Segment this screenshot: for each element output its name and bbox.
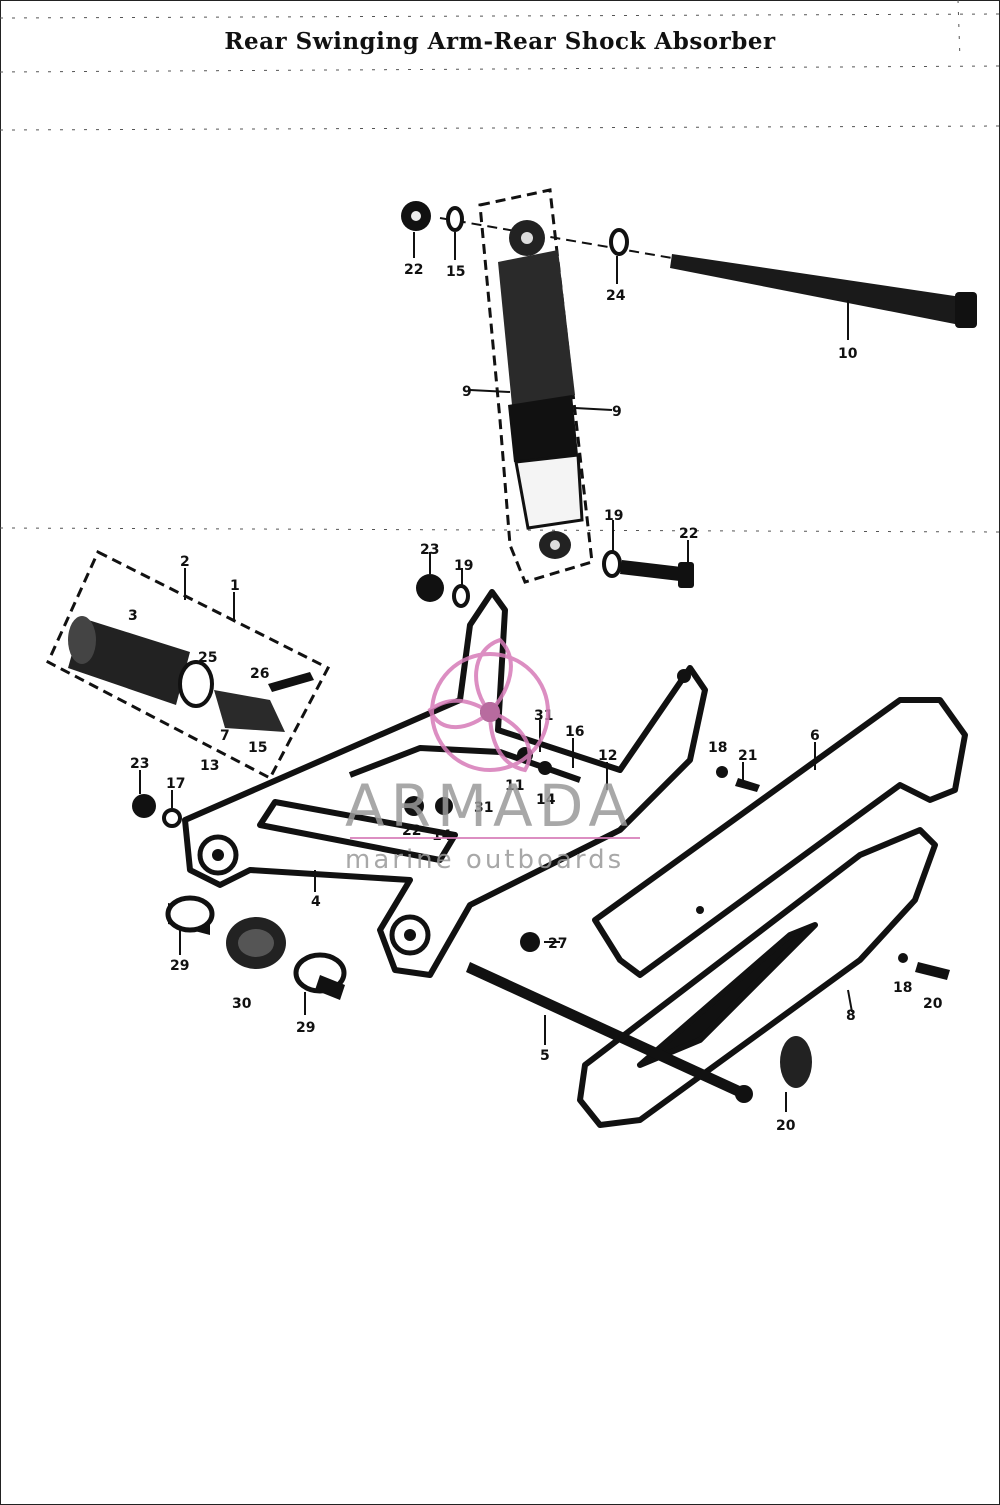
callout-27: 27 xyxy=(548,936,567,952)
callout-29: 29 xyxy=(170,958,189,974)
shock-group-outline xyxy=(478,188,594,584)
washer-24 xyxy=(609,228,629,256)
callout-22: 22 xyxy=(404,262,423,278)
callout-23: 23 xyxy=(420,542,439,558)
callout-31: 31 xyxy=(534,708,553,724)
callout-5: 5 xyxy=(540,1048,550,1064)
callout-6: 6 xyxy=(810,728,820,744)
nut-23-upper xyxy=(416,574,444,602)
callout-26: 26 xyxy=(250,666,269,682)
callout-13: 13 xyxy=(200,758,219,774)
callout-24: 24 xyxy=(606,288,626,304)
nut-14-upper xyxy=(538,761,552,775)
callout-18: 18 xyxy=(708,740,727,756)
callout-9: 9 xyxy=(612,404,622,420)
callout-17: 17 xyxy=(166,776,185,792)
pivot-shaft-assembly xyxy=(68,616,314,732)
callout-15: 15 xyxy=(446,264,465,280)
watermark-tagline: marine outboards xyxy=(345,845,624,875)
callout-4: 4 xyxy=(311,894,321,910)
callout-16: 16 xyxy=(565,724,584,740)
nut-22-mid xyxy=(404,796,424,816)
callout-20: 20 xyxy=(776,1118,796,1134)
callout-labels: 22 15 24 10 9 9 19 22 23 19 2 1 3 25 26 … xyxy=(128,262,943,1134)
callout-1: 1 xyxy=(230,578,240,594)
axle-5 xyxy=(466,962,753,1103)
callout-23: 23 xyxy=(130,756,149,772)
callout-22: 22 xyxy=(679,526,698,542)
callout-18: 18 xyxy=(893,980,912,996)
callout-20: 20 xyxy=(923,996,943,1012)
bushing-29-left xyxy=(165,895,215,935)
callout-3: 3 xyxy=(128,608,138,624)
callout-9: 9 xyxy=(462,384,472,400)
cap-28 xyxy=(780,1036,812,1088)
bolt-22-lower xyxy=(602,550,694,588)
scan-noise xyxy=(0,0,1000,533)
pivot-group-outline xyxy=(46,549,331,781)
bushing-29-right xyxy=(293,952,347,1000)
callout-19: 19 xyxy=(604,508,623,524)
bushing-30 xyxy=(226,917,286,969)
leader-lines xyxy=(139,232,853,1112)
callout-22: 22 xyxy=(402,823,421,839)
callout-14: 14 xyxy=(432,828,452,844)
callout-11: 11 xyxy=(505,778,524,794)
callout-7: 7 xyxy=(220,728,230,744)
callout-14: 14 xyxy=(536,792,556,808)
nut-14-lower xyxy=(435,797,453,815)
propeller-icon xyxy=(427,637,550,773)
callout-31: 31 xyxy=(474,800,493,816)
washer-27 xyxy=(520,932,540,952)
callout-29: 29 xyxy=(296,1020,315,1036)
nut-23-left xyxy=(132,794,156,818)
callout-12: 12 xyxy=(598,748,617,764)
callout-8: 8 xyxy=(846,1008,856,1024)
callout-21: 21 xyxy=(738,748,757,764)
callout-19: 19 xyxy=(454,558,473,574)
callout-2: 2 xyxy=(180,554,190,570)
washer-15-top xyxy=(446,206,464,232)
diagram-title: Rear Swinging Arm-Rear Shock Absorber xyxy=(224,28,776,55)
swinging-arm xyxy=(182,589,708,978)
callout-30: 30 xyxy=(232,996,252,1012)
chain-guard-upper xyxy=(592,697,968,978)
callout-25: 25 xyxy=(198,650,217,666)
shock-absorber xyxy=(498,220,584,559)
washer-18-upper xyxy=(716,766,728,778)
watermark-logo: ARMADA marine outboards xyxy=(345,637,640,875)
callout-15: 15 xyxy=(248,740,267,756)
chain-guard-lower xyxy=(577,827,938,1128)
watermark-brand: ARMADA xyxy=(345,772,634,840)
callout-10: 10 xyxy=(838,346,858,362)
